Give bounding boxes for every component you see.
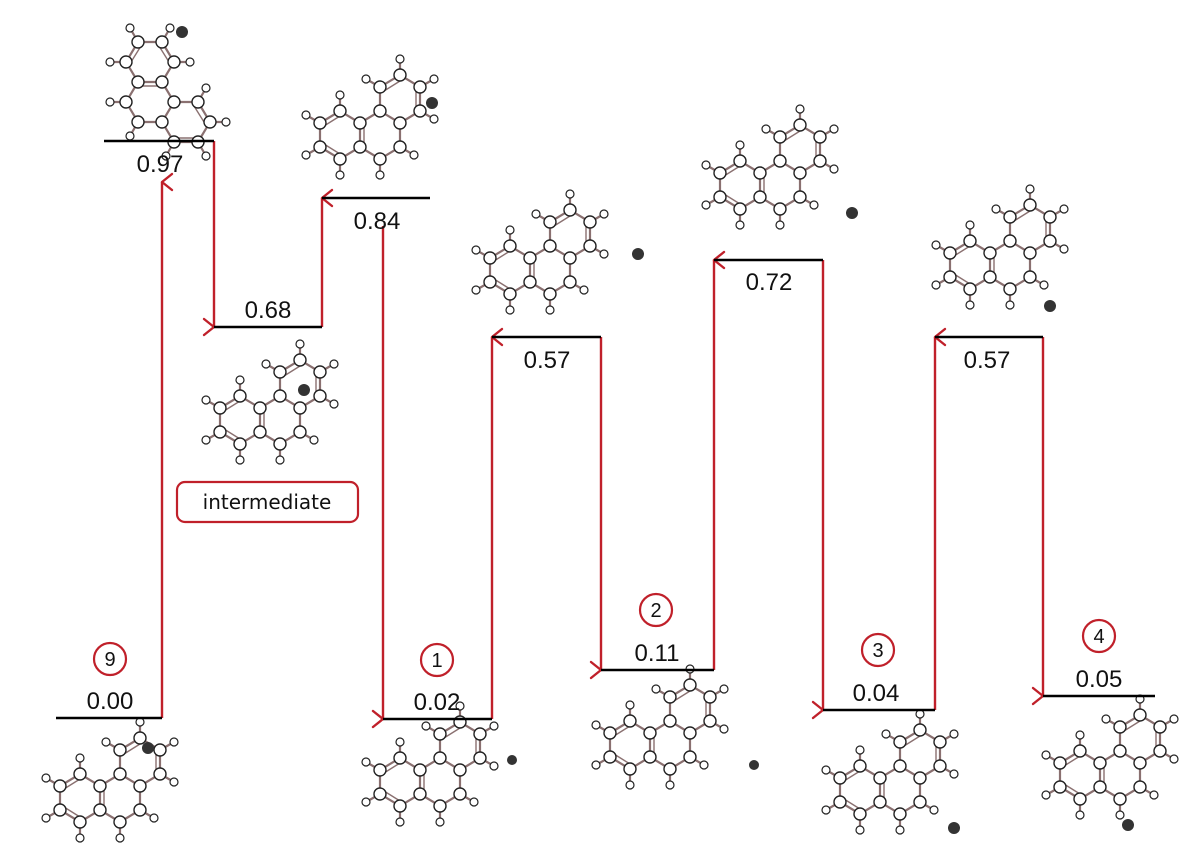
svg-text:4: 4 bbox=[1093, 626, 1104, 648]
level-value-9: 0.00 bbox=[87, 688, 134, 715]
level-value-int: 0.68 bbox=[245, 297, 292, 324]
molecule-ts1 bbox=[104, 22, 232, 162]
badge-9: 9 bbox=[92, 641, 128, 677]
intermediate-label: intermediate bbox=[203, 490, 332, 514]
level-value-ts2: 0.84 bbox=[354, 208, 401, 235]
molecule-ts2 bbox=[300, 53, 440, 181]
badge-1: 1 bbox=[419, 642, 455, 678]
molecule-1 bbox=[360, 700, 517, 828]
level-value-ts4: 0.72 bbox=[746, 269, 793, 296]
badge-2: 2 bbox=[638, 592, 674, 628]
badge-4: 4 bbox=[1081, 618, 1117, 654]
level-value-ts1: 0.97 bbox=[137, 151, 184, 178]
level-value-ts3: 0.57 bbox=[524, 347, 571, 374]
svg-text:3: 3 bbox=[872, 640, 883, 662]
molecule-ts5 bbox=[930, 183, 1070, 312]
badge-3: 3 bbox=[860, 632, 896, 668]
intermediate-label-box: intermediate bbox=[175, 480, 360, 524]
molecule-ts3 bbox=[470, 188, 644, 316]
molecule-4 bbox=[1040, 693, 1180, 831]
level-value-1: 0.02 bbox=[414, 689, 461, 716]
svg-text:9: 9 bbox=[104, 649, 115, 671]
level-value-2: 0.11 bbox=[635, 640, 680, 667]
molecule-intermediate bbox=[200, 338, 340, 466]
molecule-3 bbox=[820, 708, 960, 836]
molecule-ts4 bbox=[700, 103, 858, 231]
transition-arrows bbox=[160, 141, 1045, 729]
svg-text:1: 1 bbox=[431, 650, 442, 672]
level-value-4: 0.05 bbox=[1076, 666, 1123, 693]
molecule-9 bbox=[40, 716, 180, 844]
energy-levels bbox=[56, 139, 1155, 721]
level-value-ts5: 0.57 bbox=[964, 347, 1011, 374]
svg-text:2: 2 bbox=[650, 600, 661, 622]
molecule-2 bbox=[590, 663, 759, 791]
level-value-3: 0.04 bbox=[853, 680, 900, 707]
